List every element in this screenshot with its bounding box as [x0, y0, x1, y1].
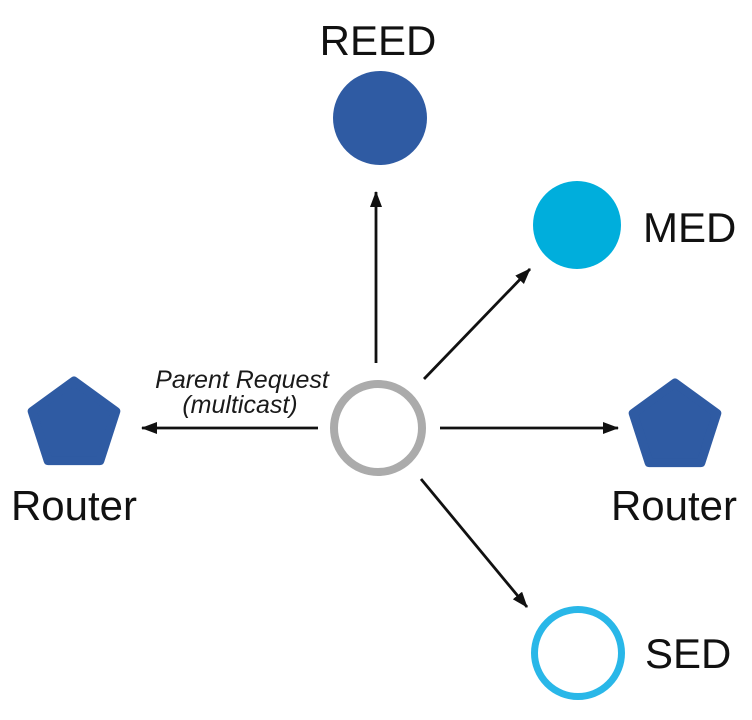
- node-sed: [531, 606, 625, 700]
- node-reed-label: REED: [320, 17, 437, 64]
- node-router-right: [628, 378, 722, 468]
- arrow-center-to-med: [422, 268, 532, 380]
- annotation-line-1: Parent Request: [155, 366, 330, 394]
- annotation-line-2: (multicast): [182, 391, 297, 419]
- arrow-center-to-sed: [419, 478, 529, 608]
- arrow-group: [141, 191, 619, 608]
- node-med-label: MED: [643, 204, 736, 251]
- node-sed-label: SED: [645, 630, 731, 677]
- node-reed: [333, 71, 427, 165]
- node-center: [330, 380, 426, 476]
- annotation: Parent Request (multicast): [155, 366, 330, 419]
- node-router-left: [27, 376, 121, 466]
- node-med: [533, 181, 621, 269]
- node-router-left-label: Router: [11, 482, 137, 529]
- node-router-right-label: Router: [611, 482, 737, 529]
